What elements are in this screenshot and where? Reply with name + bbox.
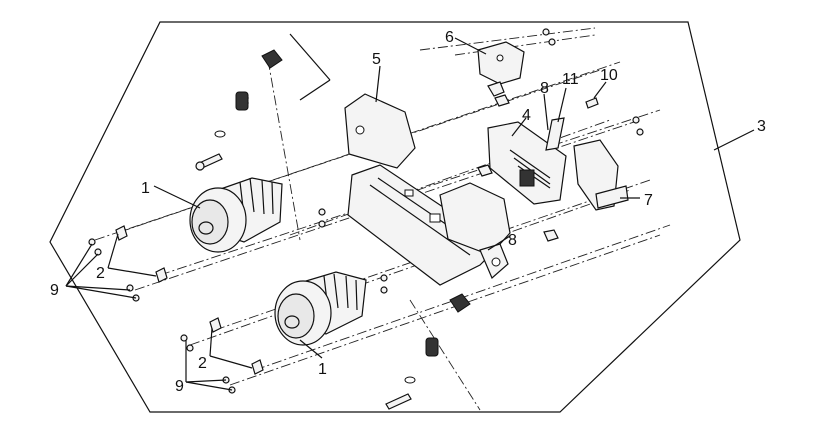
- upper-spring-assembly: [195, 33, 331, 171]
- top-right-bracket: [477, 41, 525, 97]
- callout-6: 6: [445, 29, 454, 46]
- screws: [88, 28, 644, 394]
- callout-labels: 1 1 2 2 3 4 5 6 7 8 8 9 9 10 11: [50, 29, 766, 395]
- leader-lines: [65, 37, 755, 391]
- callout-8-lower: 8: [508, 232, 517, 249]
- callout-8-upper: 8: [540, 80, 549, 97]
- callout-7: 7: [644, 192, 653, 209]
- control-module: [487, 121, 567, 205]
- assembly-boundary: [49, 21, 741, 413]
- lower-spring-assembly: [385, 293, 471, 410]
- callout-3: 3: [757, 118, 766, 135]
- callout-10: 10: [600, 67, 618, 84]
- callout-2-lower: 2: [198, 355, 207, 372]
- upper-lamp-assembly: [189, 177, 283, 253]
- callout-1-lower: 1: [318, 361, 327, 378]
- clips-2: [115, 225, 264, 375]
- callout-2-upper: 2: [96, 265, 105, 282]
- small-clips: [477, 94, 565, 242]
- lower-lamp-assembly: [274, 271, 367, 346]
- right-side-bracket: [573, 139, 629, 211]
- callout-11: 11: [562, 71, 579, 88]
- callout-5: 5: [372, 51, 381, 68]
- callout-4: 4: [522, 107, 531, 124]
- central-bracket: [344, 93, 511, 286]
- callout-1-upper: 1: [141, 180, 150, 197]
- callout-9-upper: 9: [50, 282, 59, 299]
- callout-9-lower: 9: [175, 378, 184, 395]
